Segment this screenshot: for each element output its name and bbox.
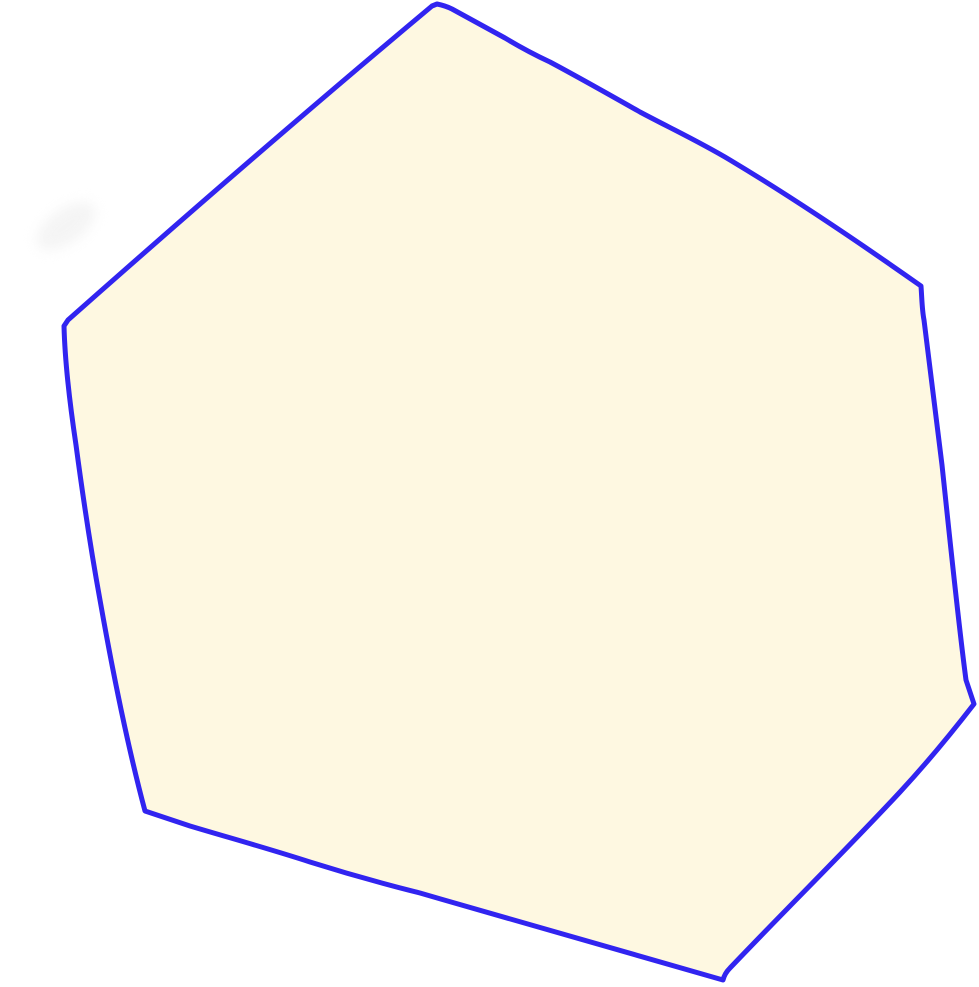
background-smudge	[36, 202, 96, 250]
heptagon-shape	[61, 1, 977, 983]
